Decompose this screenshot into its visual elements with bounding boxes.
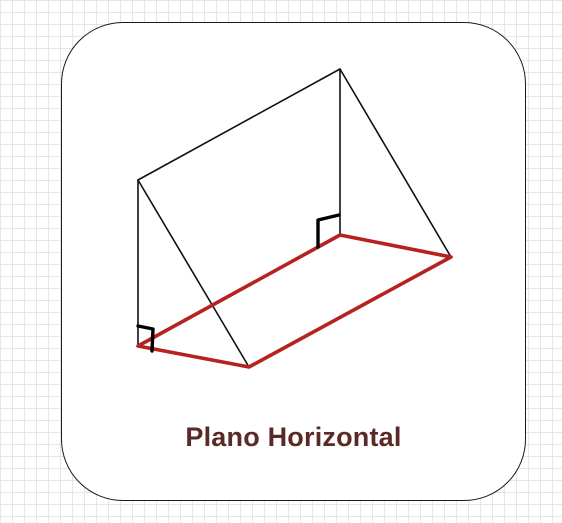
- diagram-caption: Plano Horizontal: [185, 422, 402, 452]
- prism-edge-left-slant: [137, 179, 250, 368]
- prism-edge-top-ridge: [137, 68, 341, 181]
- prism-edge-right-slant: [339, 68, 452, 258]
- right-angle-mark-right: [316, 213, 341, 249]
- right-angle-mark-left: [136, 324, 155, 353]
- horizontal-plane: [136, 233, 453, 369]
